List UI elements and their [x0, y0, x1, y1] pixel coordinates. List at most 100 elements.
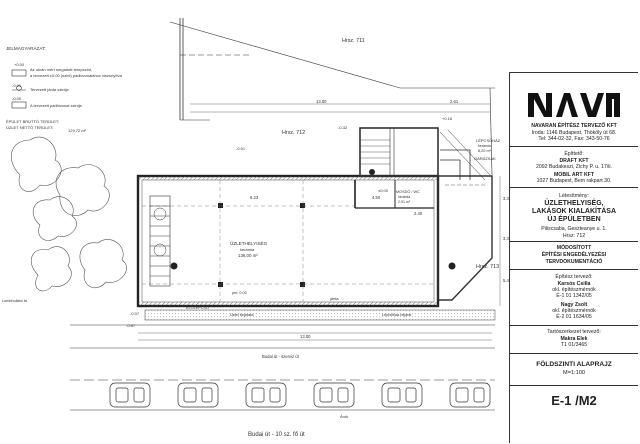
legend-title: JELMAGYARÁZAT: [6, 45, 46, 51]
shop-area: 136,00 m² [238, 253, 258, 258]
stairwell [359, 127, 491, 181]
client-label: Építtető: [564, 151, 584, 157]
street-strip [70, 309, 496, 411]
legend-item2-text: Tervezett járda szintje [30, 87, 69, 92]
legend-item2-value: -0.01 [12, 83, 22, 88]
stair-entrance-label: Lépcsőház bejárat [382, 313, 411, 317]
lot-boundaries [169, 18, 495, 176]
lot-712-label: Hrsz. 712 [282, 130, 305, 136]
shop-floor: kerámia [240, 247, 255, 252]
stair-label: LÉPCSŐHÁZ [476, 138, 501, 143]
section-markers [170, 169, 456, 270]
bottom-caption: Budai út - 10 sz. fő út [248, 432, 305, 438]
shop-name: ÜZLETHELYISÉG [230, 240, 268, 246]
legend-item3-value: -0.00 [12, 96, 22, 101]
legend-item1-text-a: Az utcán mért megadott terepszint, [30, 67, 92, 72]
lot-711-label: Hrsz. 711 [342, 38, 365, 44]
doc-line2: ÉPÍTÉSI ENGEDÉLYEZÉSI [541, 252, 607, 258]
structural-name: Makra Elek [560, 336, 588, 342]
structural-id: T1 01/3465 [560, 342, 588, 348]
legend [11, 69, 27, 109]
company-name: NAVARAN ÉPÍTÉSZ TERVEZŐ KFT [531, 123, 617, 129]
dim-side-c: 5.48 [503, 278, 512, 283]
wc-label: MOSDÓ / WC [396, 189, 420, 194]
dim-mid-c: 2.40 [414, 211, 423, 216]
car-1 [109, 382, 151, 408]
title-block: NAVARAN ÉPÍTÉSZ TERVEZŐ KFT Iroda: 1146 … [509, 72, 638, 443]
garage-area [437, 175, 493, 301]
level-3: -0.01 [236, 146, 246, 151]
client-name: DRAFT KFT [559, 158, 589, 164]
stair-floor: kerámia [478, 144, 491, 148]
wc-floor: kerámia [398, 195, 410, 199]
lot-713-label: Hrsz. 713 [476, 264, 499, 270]
architect2-id: É-2 01 1634/05 [556, 314, 592, 320]
divider [510, 187, 638, 188]
shop-entrance-label: Üzlet bejárata [230, 313, 254, 317]
level-4: -0.07 [130, 311, 140, 316]
entrance-stairs [149, 195, 171, 287]
doc-line3: TERVDOKUMENTÁCIÓ [545, 259, 603, 265]
dim-top-right: 2.61 [450, 99, 459, 104]
dimension-lines [138, 103, 501, 341]
company-logo [526, 91, 622, 119]
entrance-label: ELŐLÉPCSŐ [186, 305, 209, 310]
architect2-name: Nagy Zsolt [560, 302, 588, 308]
dim-mid-a: 6.23 [250, 195, 259, 200]
divider [510, 146, 638, 147]
area-label-a: ÉPÜLET BRUTTÓ TERÜLET: [6, 119, 59, 124]
bottom-small: Árok [340, 414, 348, 419]
divider [510, 353, 638, 354]
level-1: -0.32 [338, 125, 348, 130]
architect1-title: okl. építészmérnök [552, 287, 596, 293]
divider [510, 269, 638, 270]
client-address: 2092 Budakeszi, Zichy P. u. 17/ii. [535, 164, 613, 170]
trees [11, 136, 127, 292]
client2-address: 1027 Budapest, Bem rakpart 30. [536, 178, 612, 184]
sheet-code: E-1 /M2 [551, 393, 597, 408]
legend-item1-value: +0.00 [14, 62, 25, 67]
dim-side-a: 3.34 [503, 196, 512, 201]
company-address-a: Iroda: 1146 Budapest, Thököly út 68. [531, 130, 617, 136]
doc-line1: MÓDOSÍTOTT [556, 245, 592, 251]
project-location-a: Piliscsaba, Geszteanye u. 1. [541, 226, 607, 232]
wc-area: 2,91 m² [398, 200, 411, 204]
street-label: Budai út - szerviz út [262, 354, 300, 359]
company-address-b: Tel: 344-02-32, Fax: 343-50-76 [538, 136, 610, 142]
level-6: ±0.00 [378, 188, 389, 193]
divider [510, 241, 638, 242]
architect-label: Építész tervező: [555, 274, 593, 280]
sheet-title: FÖLDSZINTI ALAPRAJZ [536, 361, 612, 368]
divider [510, 385, 638, 386]
level-5: -0.87 [126, 323, 136, 328]
legend-item3-text: A tervezett padlóvonal szintje [30, 103, 83, 108]
project-line1: ÜZLETHELYISÉG, [544, 200, 604, 207]
pm-label: pm: 0.00 [232, 291, 247, 295]
building-walls [136, 174, 440, 308]
car-6 [449, 382, 491, 408]
sheet-scale: M=1:100 [563, 370, 585, 376]
dim-top-total: 13.00 [316, 99, 327, 104]
dim-mid-b: 4.50 [372, 195, 381, 200]
legend-item1-text-b: a tervezett ±0.00 (szint) padlóvonalához… [30, 73, 123, 78]
sidewalk-label: járda [329, 297, 339, 301]
parked-cars [109, 382, 491, 408]
project-location-b: Hrsz: 712 [562, 233, 586, 239]
level-2: +0.16 [442, 116, 453, 121]
architect2-title: okl. építészmérnök [552, 308, 596, 314]
area-label-b: ÜZLET NETTÓ TERÜLET: [6, 125, 53, 130]
car-5 [381, 382, 423, 408]
divider [510, 325, 638, 326]
car-4 [313, 382, 355, 408]
architect1-name: Karsós Csilla [557, 281, 591, 287]
dim-bottom-total: 13.00 [300, 334, 311, 339]
project-line2: LAKÁSOK KIALAKÍTÁSA [532, 208, 616, 215]
car-2 [177, 382, 219, 408]
dim-side-b: 3.30 [503, 236, 512, 241]
structural-label: Tartószerkezet tervező: [547, 329, 601, 335]
stair-area: 8,20 m² [478, 149, 492, 153]
tree-label: Lombhullató fa [2, 299, 28, 303]
garage-label: GARÁZSAK [474, 156, 496, 161]
project-line3: ÚJ ÉPÜLETBEN [547, 216, 601, 223]
